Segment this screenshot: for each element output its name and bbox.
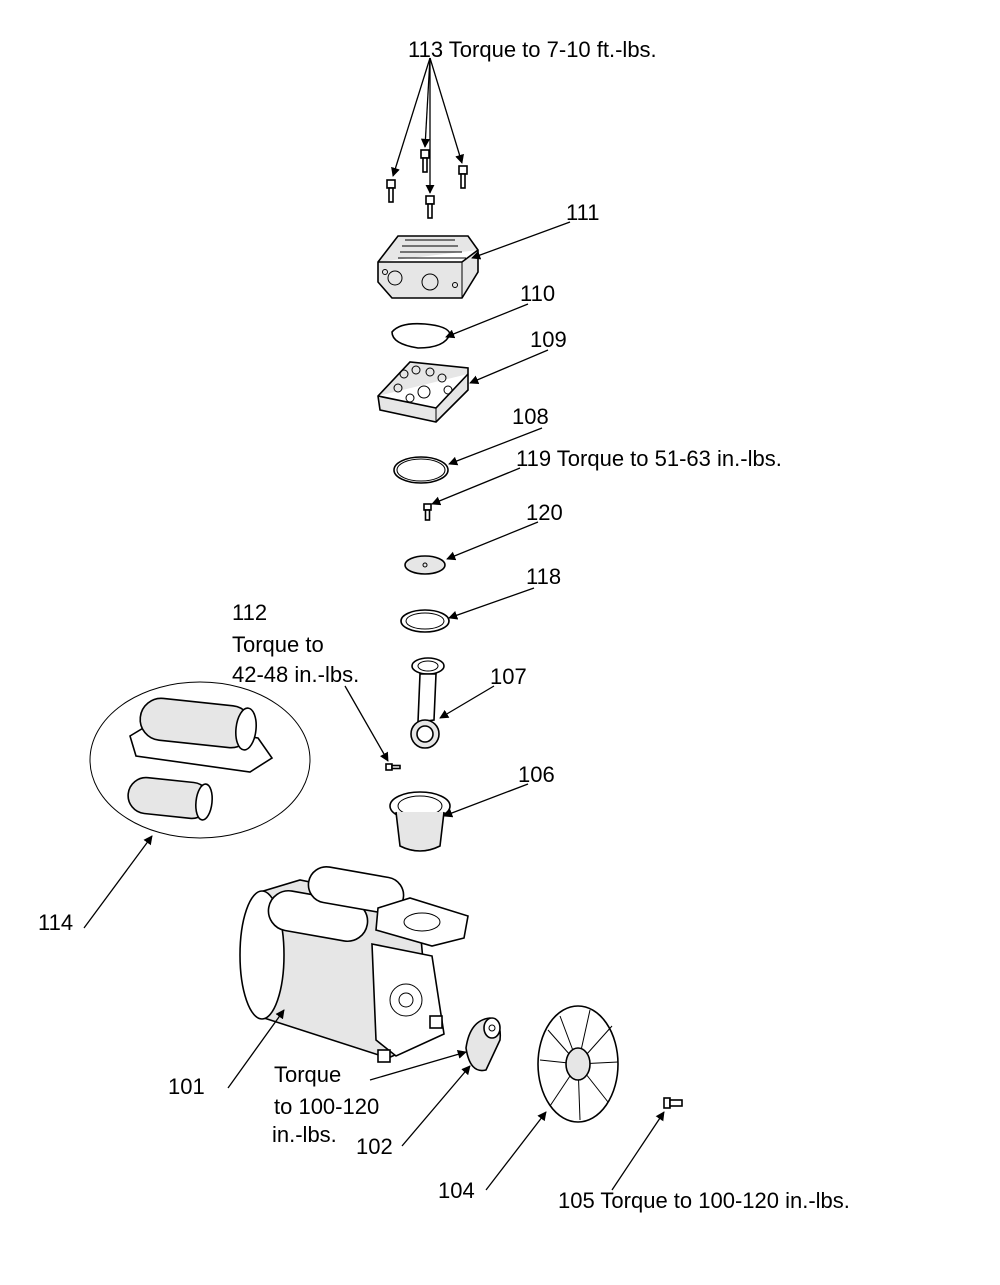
leader-114 bbox=[83, 835, 153, 929]
leader-109 bbox=[469, 349, 549, 384]
part-120-retainer-disc bbox=[404, 555, 446, 575]
part-114-capacitor-detail bbox=[89, 681, 311, 839]
leader-119 bbox=[431, 467, 521, 506]
label-107: 107 bbox=[490, 664, 527, 689]
leader-113-b bbox=[420, 57, 431, 148]
part-105-fan-bolt bbox=[663, 1097, 683, 1109]
label-102-line2: to 100-120 bbox=[274, 1094, 379, 1119]
part-106-cylinder-sleeve bbox=[389, 791, 451, 852]
leader-120 bbox=[446, 521, 539, 561]
part-108-o-ring bbox=[393, 456, 449, 484]
label-114: 114 bbox=[38, 910, 73, 935]
label-102-line1: Torque bbox=[274, 1062, 341, 1087]
part-102-eccentric bbox=[465, 1017, 502, 1072]
bolt-113-b bbox=[420, 149, 430, 173]
part-113-head-bolts bbox=[386, 57, 468, 219]
leader-101 bbox=[227, 1009, 285, 1089]
leader-105 bbox=[611, 1111, 665, 1191]
label-105: 105 Torque to 100-120 in.-lbs. bbox=[558, 1188, 850, 1213]
label-112-number: 112 bbox=[232, 600, 267, 625]
leader-113-c bbox=[429, 57, 464, 164]
leader-112 bbox=[344, 685, 389, 762]
leader-108 bbox=[448, 427, 543, 466]
bolt-113-c bbox=[458, 165, 468, 189]
label-110: 110 bbox=[520, 281, 555, 306]
label-109: 109 bbox=[530, 327, 567, 352]
part-110-head-gasket bbox=[391, 322, 451, 349]
label-108: 108 bbox=[512, 404, 549, 429]
label-101: 101 bbox=[168, 1074, 205, 1099]
label-102-number: 102 bbox=[356, 1134, 393, 1159]
leader-113-a bbox=[391, 57, 431, 177]
label-102-line3: in.-lbs. bbox=[272, 1122, 337, 1147]
leader-110 bbox=[445, 303, 529, 339]
part-119-screw bbox=[423, 503, 432, 521]
part-107-connecting-rod bbox=[410, 657, 445, 749]
label-113: 113 Torque to 7-10 ft.-lbs. bbox=[408, 37, 657, 62]
leader-102-torque bbox=[369, 1049, 467, 1081]
part-118-piston-ring bbox=[400, 609, 450, 633]
label-106: 106 bbox=[518, 762, 555, 787]
leader-107 bbox=[439, 685, 495, 719]
label-112-line2: 42-48 in.-lbs. bbox=[232, 662, 359, 687]
part-101-motor-crankcase bbox=[239, 865, 469, 1063]
label-119: 119 Torque to 51-63 in.-lbs. bbox=[516, 446, 782, 471]
label-104: 104 bbox=[438, 1178, 475, 1203]
leader-118 bbox=[448, 587, 535, 620]
part-109-valve-plate bbox=[377, 361, 469, 423]
label-118: 118 bbox=[526, 564, 561, 589]
label-120: 120 bbox=[526, 500, 563, 525]
leader-111 bbox=[471, 221, 571, 260]
bolt-113-a bbox=[386, 179, 396, 203]
bolt-113-d bbox=[425, 195, 435, 219]
part-104-fan bbox=[537, 1005, 619, 1123]
part-111-cylinder-head bbox=[377, 235, 479, 299]
part-112-screw bbox=[385, 763, 401, 771]
label-112-line1: Torque to bbox=[232, 632, 324, 657]
label-111: 111 bbox=[566, 200, 599, 225]
leader-104 bbox=[485, 1111, 547, 1191]
leader-102 bbox=[401, 1065, 471, 1147]
leader-106 bbox=[443, 783, 529, 818]
